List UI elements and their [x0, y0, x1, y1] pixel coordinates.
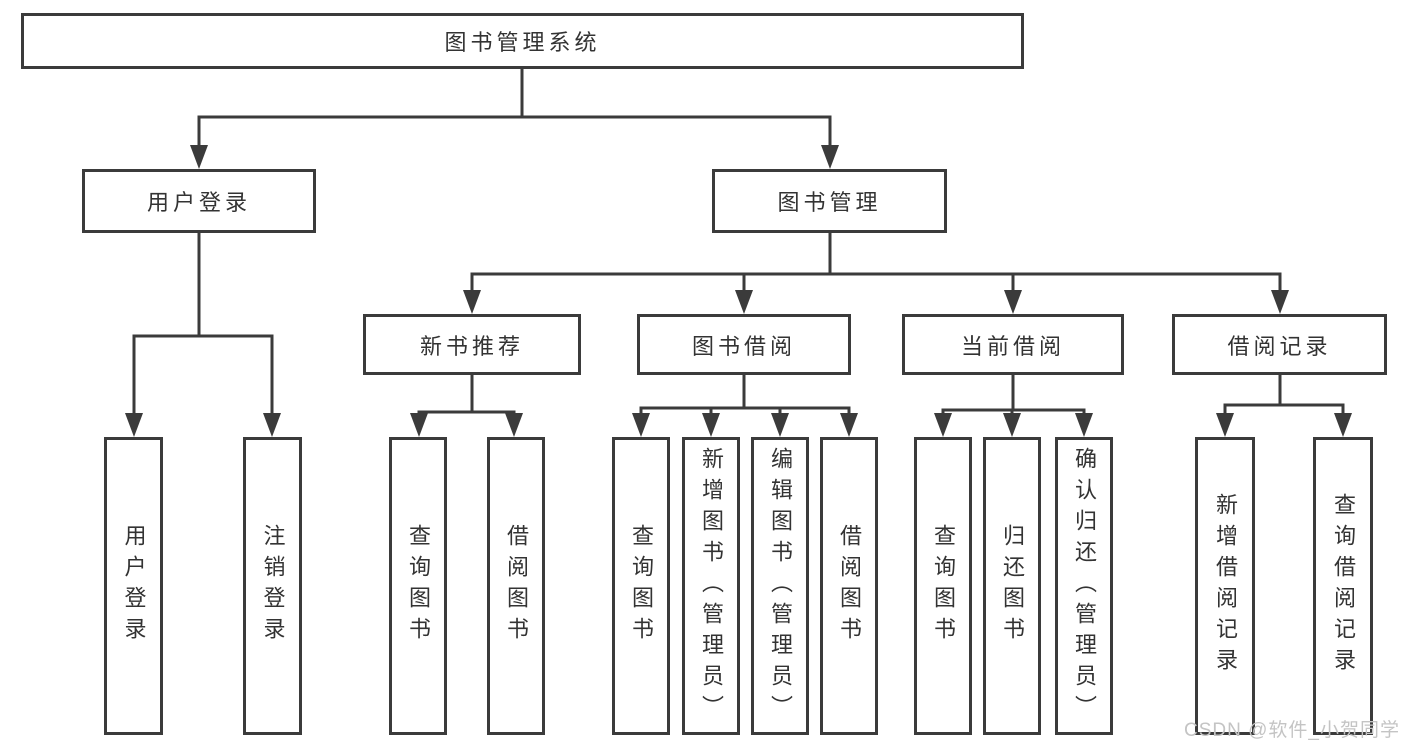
leaf-logout: 注销登录: [243, 437, 302, 735]
leaf-return-books: 归还图书: [983, 437, 1041, 735]
node-book-management-branch: 图书管理: [712, 169, 947, 233]
leaf-borrow-books: 借阅图书: [820, 437, 878, 735]
node-root-system: 图书管理系统: [21, 13, 1024, 69]
leaf-add-books-admin: 新增图书（管理员）: [682, 437, 740, 735]
node-user-login-branch: 用户登录: [82, 169, 316, 233]
leaf-add-borrow-record: 新增借阅记录: [1195, 437, 1255, 735]
leaf-query-books-recommend: 查询图书: [389, 437, 447, 735]
node-book-borrowing: 图书借阅: [637, 314, 851, 375]
leaf-confirm-return-admin: 确认归还（管理员）: [1055, 437, 1113, 735]
node-borrowing-records: 借阅记录: [1172, 314, 1387, 375]
leaf-query-books-borrowing: 查询图书: [612, 437, 670, 735]
leaf-user-login: 用户登录: [104, 437, 163, 735]
node-new-book-recommendation: 新书推荐: [363, 314, 581, 375]
node-current-borrowing: 当前借阅: [902, 314, 1124, 375]
leaf-edit-books-admin: 编辑图书（管理员）: [751, 437, 809, 735]
csdn-watermark: CSDN @软件_小贺同学: [1184, 720, 1400, 741]
leaf-query-books-current: 查询图书: [914, 437, 972, 735]
leaf-borrow-books-recommend: 借阅图书: [487, 437, 545, 735]
arrowheads: [125, 145, 1352, 437]
leaf-query-borrow-record: 查询借阅记录: [1313, 437, 1373, 735]
